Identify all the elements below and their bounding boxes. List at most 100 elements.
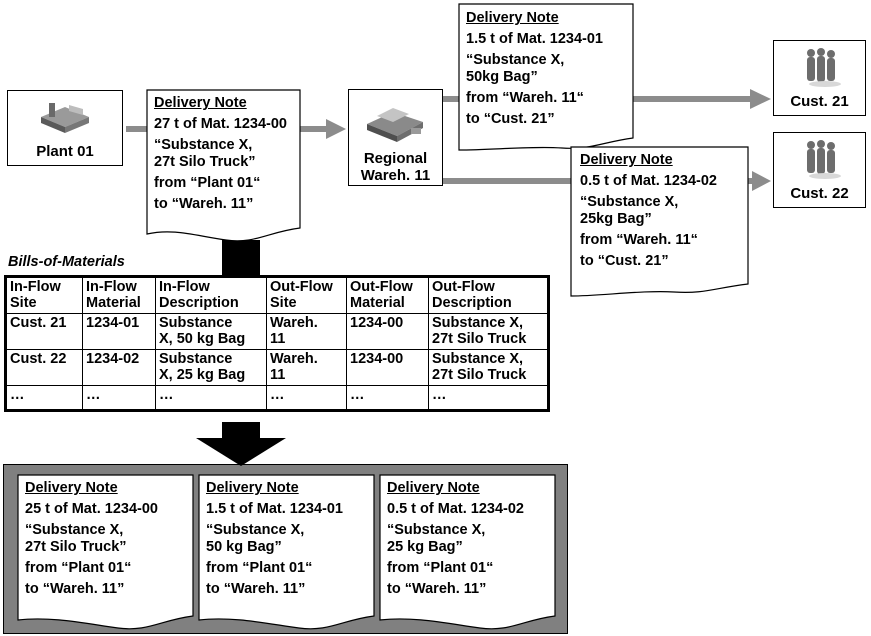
note-title: Delivery Note: [387, 478, 524, 499]
factory-icon: [35, 95, 95, 135]
cust22-node: Cust. 22: [773, 132, 866, 208]
customers-icon: [799, 137, 843, 181]
note-line: 0.5 t of Mat. 1234-02: [580, 171, 717, 192]
cell-text: …: [159, 387, 174, 403]
cell-text: …: [270, 387, 285, 403]
note-title: Delivery Note: [25, 478, 158, 499]
note-title: Delivery Note: [466, 8, 603, 29]
bom-header-row: In-Flow Site In-Flow Material In-Flow De…: [6, 277, 549, 314]
cell-text: Cust. 22: [10, 351, 66, 367]
plant-label: Plant 01: [8, 143, 122, 161]
customers-icon: [799, 45, 843, 89]
note-line: 25kg Bag”: [580, 209, 717, 230]
note-line: 1.5 t of Mat. 1234-01: [466, 29, 603, 50]
warehouse-icon: [361, 96, 431, 144]
cell-text: …: [86, 387, 101, 403]
cust21-label: Cust. 21: [774, 93, 865, 111]
table-cell: …: [6, 386, 83, 411]
warehouse-node: Regional Wareh. 11: [348, 89, 443, 186]
table-cell: Substance X, 50 kg Bag: [156, 314, 267, 350]
table-cell: …: [156, 386, 267, 411]
consolidated-note-2: Delivery Note 1.5 t of Mat. 1234-01 “Sub…: [206, 478, 343, 600]
cell-text: Substance X, 27t Silo Truck: [432, 351, 526, 383]
table-cell: Substance X, 25 kg Bag: [156, 350, 267, 386]
arrow-wh-to-note2: [443, 96, 459, 102]
bom-header-cell: In-Flow Description: [156, 277, 267, 314]
warehouse-label-line2: Wareh. 11: [349, 167, 442, 185]
cell-text: 1234-00: [350, 315, 403, 331]
table-cell: Wareh. 11: [267, 314, 347, 350]
table-cell: …: [83, 386, 156, 411]
table-cell: 1234-00: [347, 314, 429, 350]
note-line: 25 kg Bag”: [387, 537, 524, 558]
delivery-note-warehouse-to-cust21: Delivery Note 1.5 t of Mat. 1234-01 “Sub…: [466, 8, 603, 130]
cust21-node: Cust. 21: [773, 40, 866, 116]
cell-text: …: [432, 387, 447, 403]
table-row: Cust. 22 1234-02 Substance X, 25 kg Bag …: [6, 350, 549, 386]
delivery-note-warehouse-to-cust22: Delivery Note 0.5 t of Mat. 1234-02 “Sub…: [580, 150, 717, 272]
arrowhead-cust21: [750, 89, 771, 109]
note-line: to “Wareh. 11”: [154, 194, 287, 215]
table-row: … … … … … …: [6, 386, 549, 411]
cell-text: …: [10, 387, 25, 403]
note-line: 25 t of Mat. 1234-00: [25, 499, 158, 520]
cell-text: …: [350, 387, 365, 403]
consolidated-note-1: Delivery Note 25 t of Mat. 1234-00 “Subs…: [25, 478, 158, 600]
note-line: from “Wareh. 11“: [580, 230, 717, 251]
note-line: 27t Silo Truck”: [25, 537, 158, 558]
note-line: 27t Silo Truck”: [154, 152, 287, 173]
cell-text: Substance X, 27t Silo Truck: [432, 315, 526, 347]
cell-text: 1234-02: [86, 351, 139, 367]
note-line: 50 kg Bag”: [206, 537, 343, 558]
table-cell: 1234-00: [347, 350, 429, 386]
note-line: from “Plant 01“: [25, 558, 158, 579]
note-line: 1.5 t of Mat. 1234-01: [206, 499, 343, 520]
arrow-note-to-warehouse: [300, 126, 328, 132]
cell-text: Wareh. 11: [270, 315, 318, 347]
cell-text: Wareh. 11: [270, 351, 318, 383]
table-cell: …: [429, 386, 549, 411]
note-line: 50kg Bag”: [466, 67, 603, 88]
big-arrow-head: [196, 438, 286, 466]
note-title: Delivery Note: [580, 150, 717, 171]
bom-header-cell: Out-Flow Site: [267, 277, 347, 314]
note-line: from “Wareh. 11“: [466, 88, 603, 109]
big-arrow-shaft-2: [222, 422, 260, 440]
table-row: Cust. 21 1234-01 Substance X, 50 kg Bag …: [6, 314, 549, 350]
bom-header-cell: Out-Flow Description: [429, 277, 549, 314]
bom-table: In-Flow Site In-Flow Material In-Flow De…: [4, 275, 550, 412]
bom-title: Bills-of-Materials: [8, 254, 125, 270]
warehouse-label-line1: Regional: [349, 150, 442, 168]
note-line: to “Wareh. 11”: [25, 579, 158, 600]
cell-text: Out-Flow Description: [432, 279, 512, 311]
note-line: to “Cust. 21”: [580, 251, 717, 272]
cell-text: Substance X, 25 kg Bag: [159, 351, 245, 383]
note-line: from “Plant 01“: [154, 173, 287, 194]
table-cell: Wareh. 11: [267, 350, 347, 386]
note-line: 0.5 t of Mat. 1234-02: [387, 499, 524, 520]
cell-text: Out-Flow Material: [350, 279, 413, 311]
note-line: to “Wareh. 11”: [206, 579, 343, 600]
table-cell: …: [347, 386, 429, 411]
bom-header-cell: In-Flow Material: [83, 277, 156, 314]
cell-text: Out-Flow Site: [270, 279, 333, 311]
note-line: 27 t of Mat. 1234-00: [154, 114, 287, 135]
big-arrow-shaft-1: [222, 240, 260, 276]
delivery-note-plant-to-warehouse: Delivery Note 27 t of Mat. 1234-00 “Subs…: [154, 93, 287, 215]
cell-text: Cust. 21: [10, 315, 66, 331]
note-title: Delivery Note: [154, 93, 287, 114]
table-cell: 1234-01: [83, 314, 156, 350]
plant-node: Plant 01: [7, 90, 123, 166]
cell-text: 1234-00: [350, 351, 403, 367]
note-line: to “Cust. 21”: [466, 109, 603, 130]
bom-header-cell: In-Flow Site: [6, 277, 83, 314]
cust22-label: Cust. 22: [774, 185, 865, 203]
table-cell: Substance X, 27t Silo Truck: [429, 350, 549, 386]
arrowhead-warehouse: [326, 119, 346, 139]
arrowhead-cust22: [752, 171, 771, 191]
table-cell: Substance X, 27t Silo Truck: [429, 314, 549, 350]
cell-text: In-Flow Description: [159, 279, 239, 311]
table-cell: 1234-02: [83, 350, 156, 386]
arrow-wh-to-note3: [443, 178, 571, 184]
note-line: to “Wareh. 11”: [387, 579, 524, 600]
